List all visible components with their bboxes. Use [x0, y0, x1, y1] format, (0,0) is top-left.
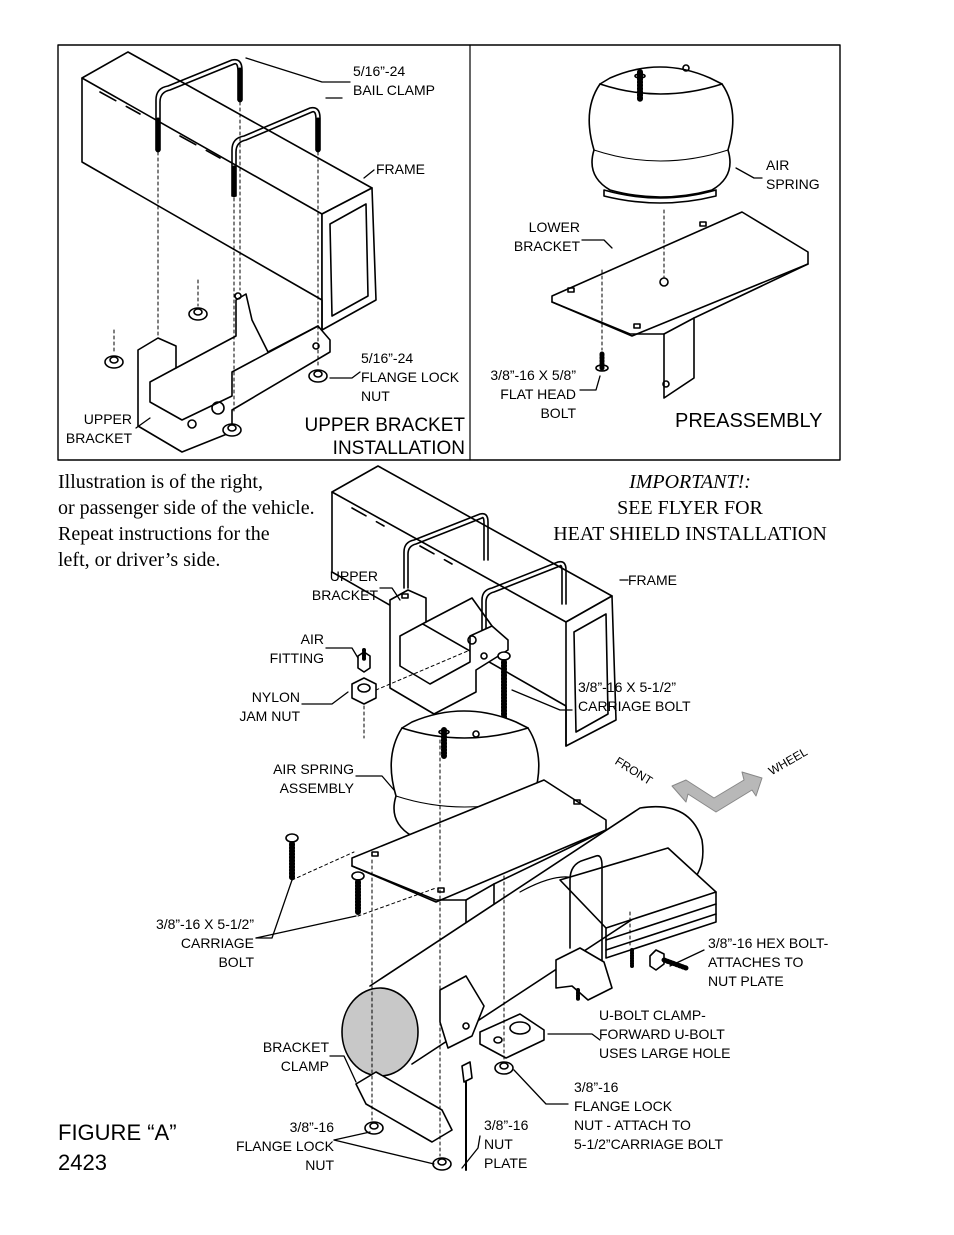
label-u-bolt-clamp: U-BOLT CLAMP- FORWARD U-BOLT USES LARGE …: [599, 1007, 731, 1061]
leaders-top-right: [579, 167, 763, 391]
figure-title: FIGURE “A”: [58, 1120, 177, 1145]
label-frame-main: FRAME: [628, 572, 677, 588]
upper-bracket-main: [389, 589, 509, 715]
flange-nuts-main: [364, 1061, 514, 1171]
air-fitting-main: [357, 648, 371, 673]
important-title: IMPORTANT!:: [629, 471, 751, 493]
figure-number: 2423: [58, 1150, 107, 1175]
caption-preassembly: PREASSEMBLY: [675, 410, 823, 432]
label-flange-lock-nut-top-left: 5/16”-24 FLANGE LOCK NUT: [361, 350, 460, 404]
nut-plate-main: [479, 1013, 545, 1059]
hex-bolt-main: [649, 949, 689, 971]
top-panels-frame: [57, 44, 841, 461]
dash-lines-top-left: [113, 101, 319, 413]
label-flange-lock-nut-bottom: 3/8”-16 FLANGE LOCK NUT: [235, 1119, 334, 1173]
direction-arrow: [671, 771, 763, 813]
label-air-spring-top-right: AIR SPRING: [766, 157, 820, 192]
leaders-main: [255, 579, 705, 1169]
label-air-fitting: AIR FITTING: [269, 631, 324, 666]
label-carriage-bolt-top: 3/8”-16 X 5-1/2” CARRIAGE BOLT: [578, 679, 691, 714]
bail-clamp-2: [231, 106, 321, 199]
upper-bracket-top-left: [137, 292, 331, 453]
label-hex-bolt: 3/8”-16 HEX BOLT- ATTACHES TO NUT PLATE: [708, 935, 829, 989]
nylon-jam-nut-main: [351, 677, 377, 705]
label-flange-lock-nut-right: 3/8”-16 FLANGE LOCK NUT - ATTACH TO 5-1/…: [574, 1079, 724, 1152]
side-note: Illustration is of the right, or passeng…: [58, 471, 315, 571]
bail-clamp-1: [155, 58, 243, 153]
carriage-bolts-left-main: [285, 833, 365, 917]
label-frame-top-left: FRAME: [376, 161, 425, 177]
bracket-clamp-main: [355, 975, 485, 1171]
label-nylon-jam-nut: NYLON JAM NUT: [239, 689, 300, 724]
label-lower-bracket-top-right: LOWER BRACKET: [513, 219, 580, 254]
label-bracket-clamp: BRACKET CLAMP: [262, 1039, 329, 1074]
dash-lines-main: [291, 649, 631, 1157]
important-body: SEE FLYER FOR HEAT SHIELD INSTALLATION: [553, 497, 827, 545]
lower-bracket-top-right: [551, 211, 809, 399]
leaders-top-left: [135, 57, 375, 429]
label-nut-plate: 3/8”-16 NUT PLATE: [484, 1117, 529, 1171]
flange-nuts-top-left: [104, 307, 328, 437]
carriage-bolt-top-main: [497, 651, 511, 723]
label-bail-clamp: 5/16”-24 BAIL CLAMP: [353, 63, 435, 98]
label-flat-head-bolt: 3/8”-16 X 5/8” FLAT HEAD BOLT: [490, 367, 576, 421]
label-air-spring-assembly: AIR SPRING ASSEMBLY: [273, 761, 354, 796]
frame-rail-main: [331, 465, 617, 747]
label-upper-bracket-main: UPPER BRACKET: [311, 568, 378, 603]
label-carriage-bolt-left: 3/8”-16 X 5-1/2” CARRIAGE BOLT: [155, 916, 254, 970]
label-upper-bracket-top-left: UPPER BRACKET: [65, 411, 132, 446]
flat-head-bolt-top-right: [595, 209, 665, 372]
leaf-spring-main: [559, 847, 717, 959]
caption-upper-bracket-installation: UPPER BRACKET INSTALLATION: [304, 415, 465, 459]
air-spring-top-right: [588, 64, 734, 204]
frame-rail-top-left: [81, 51, 377, 331]
u-bolt-clamp-main: [555, 854, 634, 1002]
bail-clamps-main: [403, 512, 567, 641]
